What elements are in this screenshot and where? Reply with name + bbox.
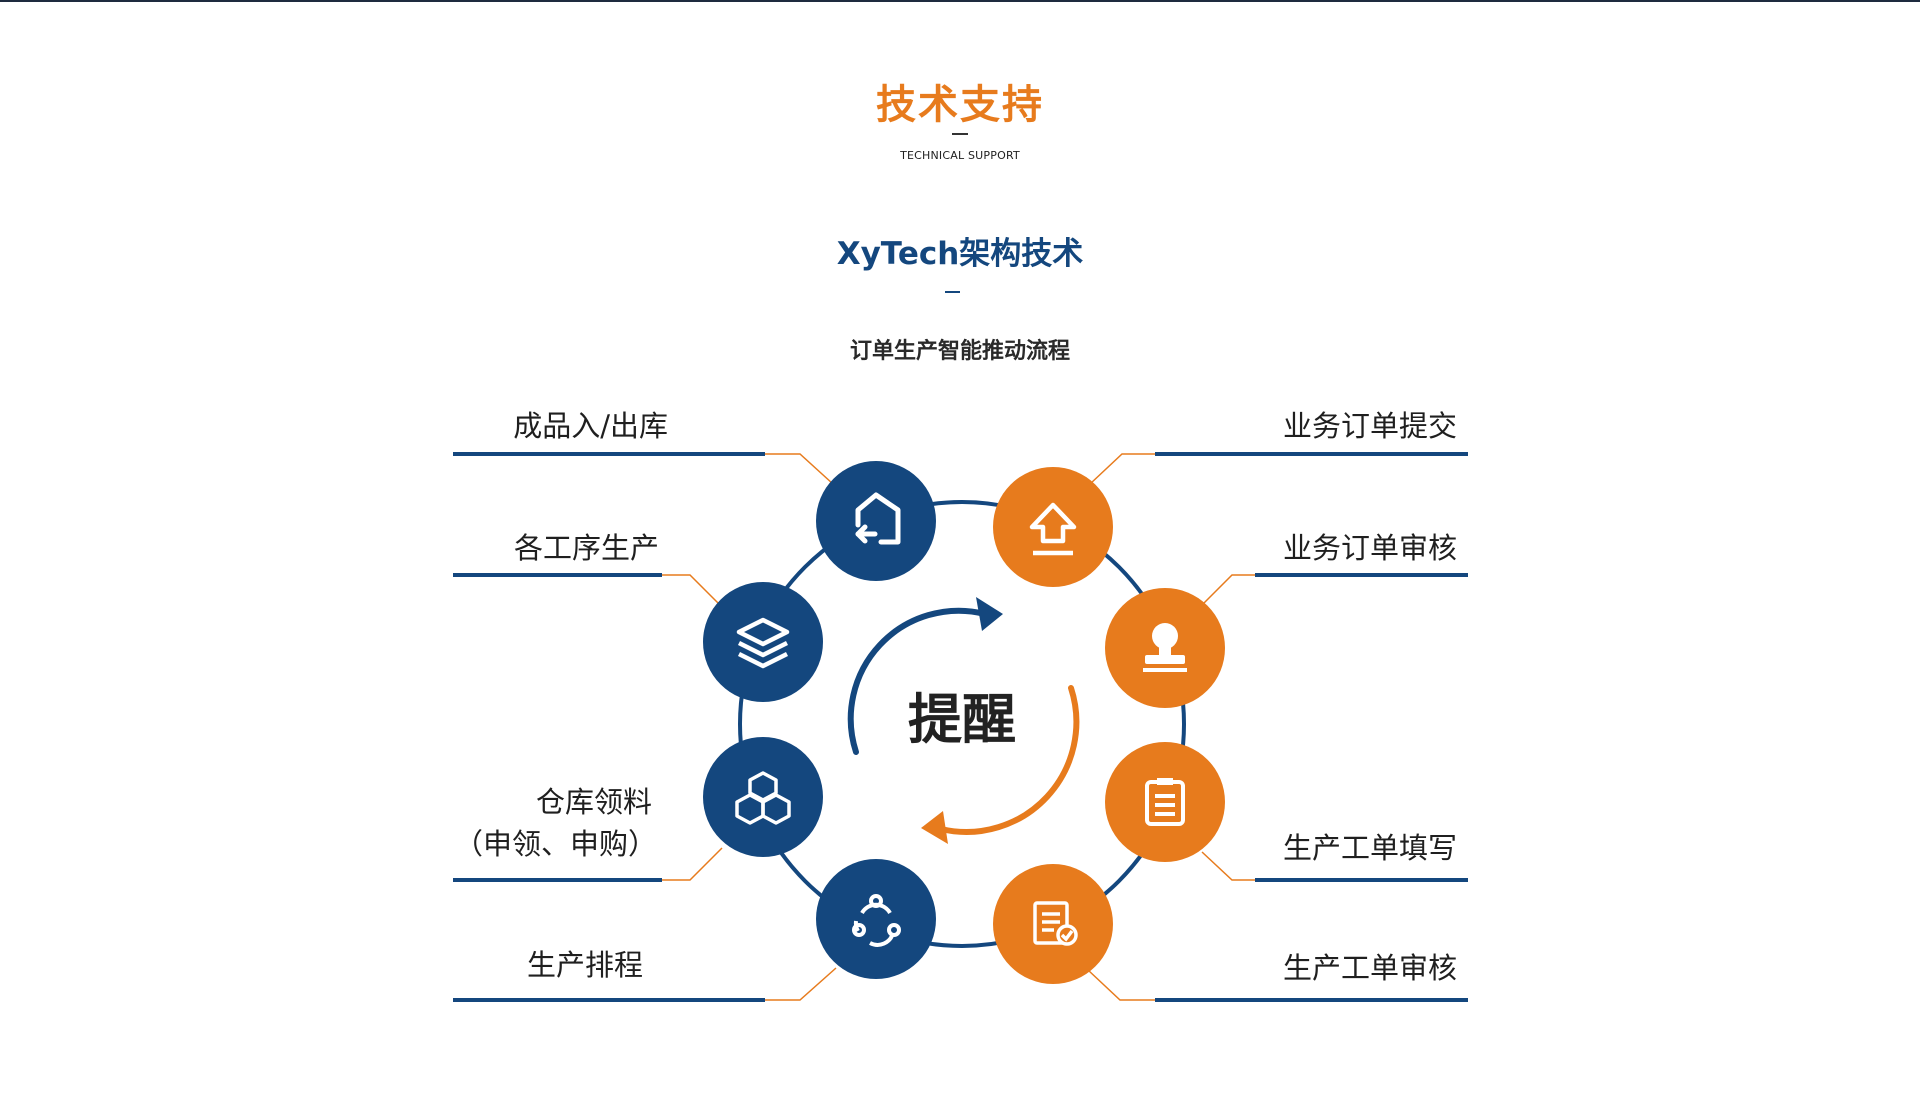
node-order-submit — [993, 467, 1113, 587]
inner-arrowhead-blue — [976, 597, 1003, 631]
leader-work-order-fill — [1201, 851, 1468, 882]
label-finished-goods: 成品入/出库 — [513, 409, 668, 443]
leader-order-submit — [1089, 452, 1468, 485]
document-check-icon — [1033, 901, 1078, 946]
node-order-review — [1105, 588, 1225, 708]
stamp-icon — [1143, 623, 1187, 672]
section-title-english: TECHNICAL SUPPORT — [900, 149, 1020, 162]
architecture-title: XyTech架构技术 — [836, 236, 1084, 272]
label-warehouse-requisition: 仓库领料 — [535, 785, 652, 819]
section-header: 技术支持 TECHNICAL SUPPORT XyTech架构技术 订单生产智能… — [0, 0, 1920, 380]
leader-production-scheduling — [453, 967, 837, 1002]
cycle-ring — [738, 500, 1186, 948]
node-process-production — [703, 582, 823, 702]
cycle-icon — [852, 894, 901, 947]
title-divider — [952, 133, 968, 135]
label-order-review: 业务订单审核 — [1282, 531, 1457, 565]
center-reminder-text: 提醒 — [908, 688, 1016, 751]
return-home-icon — [855, 492, 901, 545]
node-work-order-fill — [1105, 742, 1225, 862]
inner-arrow-orange — [938, 685, 1080, 835]
label-order-submit: 业务订单提交 — [1282, 409, 1457, 443]
label-warehouse-requisition-note: （申领、申购） — [453, 827, 657, 861]
inner-arrowhead-orange — [921, 811, 948, 844]
top-border-line — [0, 0, 1920, 2]
layers-icon — [736, 617, 790, 669]
node-warehouse-requisition — [703, 737, 823, 857]
leader-order-review — [1201, 573, 1468, 606]
node-work-order-review — [993, 864, 1113, 984]
cubes-icon — [735, 771, 791, 825]
leader-process-production — [453, 573, 721, 606]
leader-warehouse-requisition — [453, 847, 723, 882]
label-process-production: 各工序生产 — [513, 531, 659, 565]
label-work-order-fill: 生产工单填写 — [1282, 831, 1457, 865]
label-production-scheduling: 生产排程 — [526, 948, 643, 982]
architecture-divider — [945, 291, 960, 293]
clipboard-icon — [1145, 778, 1185, 826]
leader-finished-goods — [453, 452, 834, 485]
node-production-scheduling — [816, 859, 936, 979]
process-caption: 订单生产智能推动流程 — [849, 339, 1070, 364]
node-finished-goods — [816, 461, 936, 581]
label-work-order-review: 生产工单审核 — [1282, 951, 1457, 985]
leader-work-order-review — [1087, 969, 1468, 1002]
section-title: 技术支持 — [876, 82, 1044, 128]
upload-icon — [1029, 502, 1077, 556]
inner-arrow-blue — [847, 607, 988, 755]
